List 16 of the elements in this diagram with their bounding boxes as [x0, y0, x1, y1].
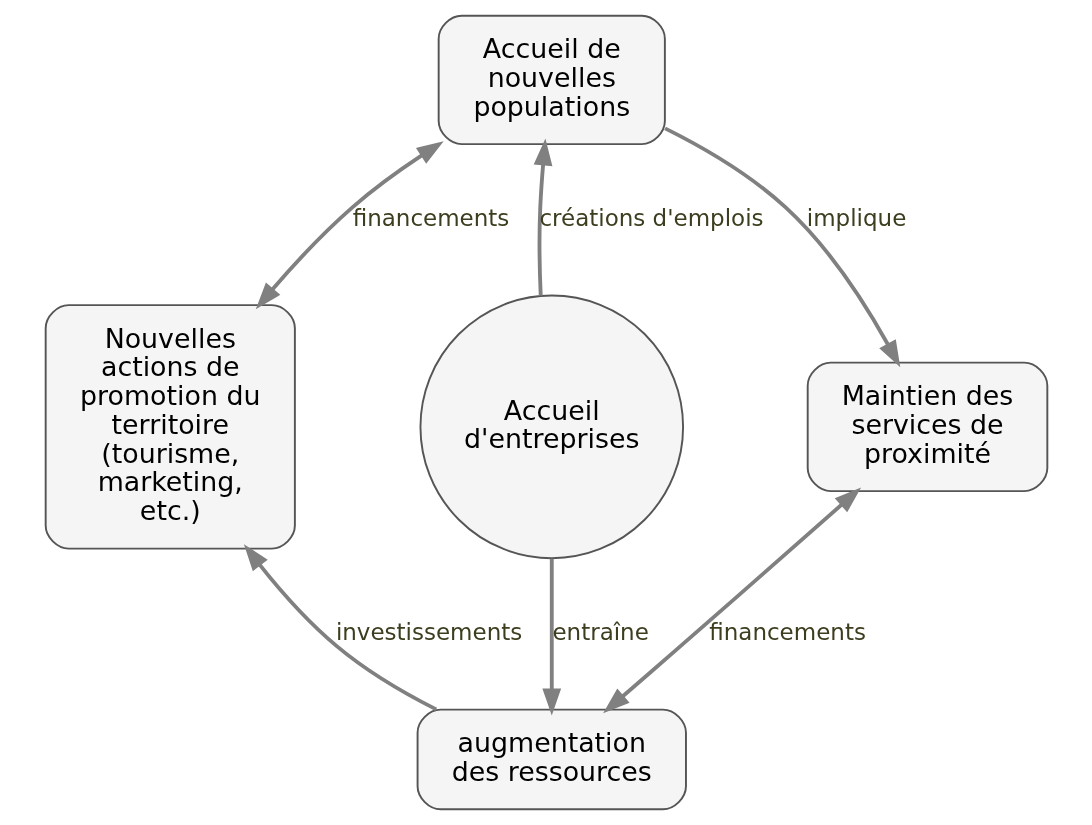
- node-box: Nouvelles actions de promotion du territoire (tourisme, marketing, etc.): [44, 304, 296, 550]
- node-box: augmentation des ressources: [416, 708, 687, 811]
- edge-label: implique: [806, 204, 906, 231]
- arrow: [602, 487, 861, 714]
- node-box: Accueil de nouvelles populations: [437, 14, 666, 146]
- arrow: [663, 126, 900, 368]
- arrow: [243, 544, 437, 712]
- arrow: [541, 558, 561, 716]
- arrow: [533, 138, 552, 296]
- edge-label: entraîne: [551, 618, 649, 645]
- edge-label: financements: [708, 618, 866, 645]
- edge-label: investissements: [335, 618, 522, 645]
- node-circle: Accueil d'entreprises: [419, 294, 684, 560]
- node-box: Maintien des services de proximité: [806, 361, 1048, 493]
- edge-label: financements: [352, 204, 509, 231]
- arrow: [255, 141, 444, 310]
